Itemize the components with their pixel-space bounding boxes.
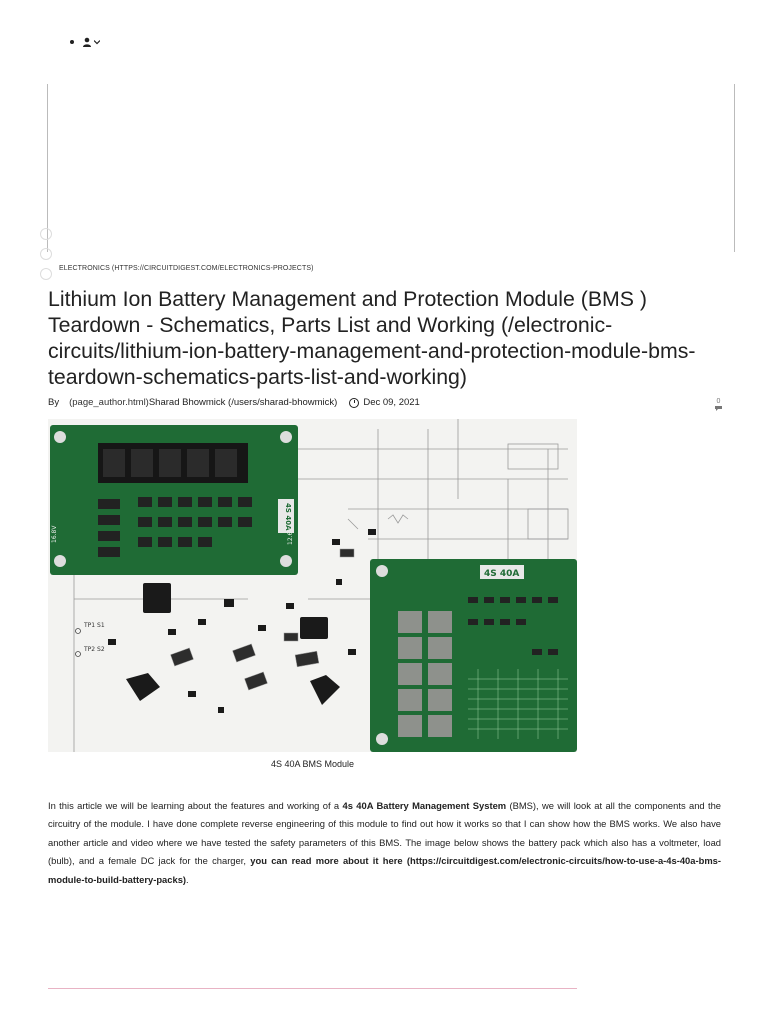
user-icon [83,37,91,47]
share-icon[interactable] [40,248,52,260]
date-text: Dec 09, 2021 [363,397,420,408]
image-caption: 4S 40A BMS Module [270,759,355,769]
bold-term: 4s 40A Battery Management System [342,800,507,811]
svg-text:TP2 S2: TP2 S2 [83,646,105,653]
svg-text:4S 40A: 4S 40A [484,569,519,579]
ad-placeholder [47,84,735,252]
author-image-link[interactable]: (page_author.html) [69,397,149,408]
category-link[interactable]: ELECTRONICS (HTTPS://CIRCUITDIGEST.COM/E… [59,265,314,272]
article-paragraph: In this article we will be learning abou… [48,800,722,885]
author-link[interactable]: Sharad Bhowmick (/users/sharad-bhowmick) [148,397,338,408]
comment-count[interactable]: 0 [715,398,722,414]
nav-bullet [70,40,74,44]
user-menu-button[interactable] [82,37,100,47]
svg-text:12.6V: 12.6V [287,527,294,545]
share-icon[interactable] [40,268,52,280]
related-article-link[interactable]: you can read more about it here (https:/… [48,855,721,885]
pcb-board-left: 4S 40A 16.8V 12.6V [50,425,298,575]
bms-module-photo: 4S 40A 16.8V 12.6V 4S 40A [48,419,577,752]
svg-text:TP1 S1: TP1 S1 [83,622,105,629]
pcb-board-right: 4S 40A [370,559,577,752]
share-icons [40,228,56,288]
top-nav [70,34,100,50]
share-icon[interactable] [40,228,52,240]
comment-icon [715,406,722,411]
comment-count-value: 0 [716,398,721,405]
board-label: 4S 40A [284,503,292,531]
article-meta: By (page_author.html) Sharad Bhowmick (/… [48,397,722,408]
by-label: By [48,397,60,408]
publish-date: Dec 09, 2021 [349,397,420,408]
article-title[interactable]: Lithium Ion Battery Management and Prote… [48,287,696,389]
article-hero-image: 4S 40A 16.8V 12.6V 4S 40A [48,419,577,752]
clock-icon [349,397,360,408]
svg-text:16.8V: 16.8V [51,525,58,543]
chevron-down-icon [94,40,100,45]
section-divider [48,988,577,989]
